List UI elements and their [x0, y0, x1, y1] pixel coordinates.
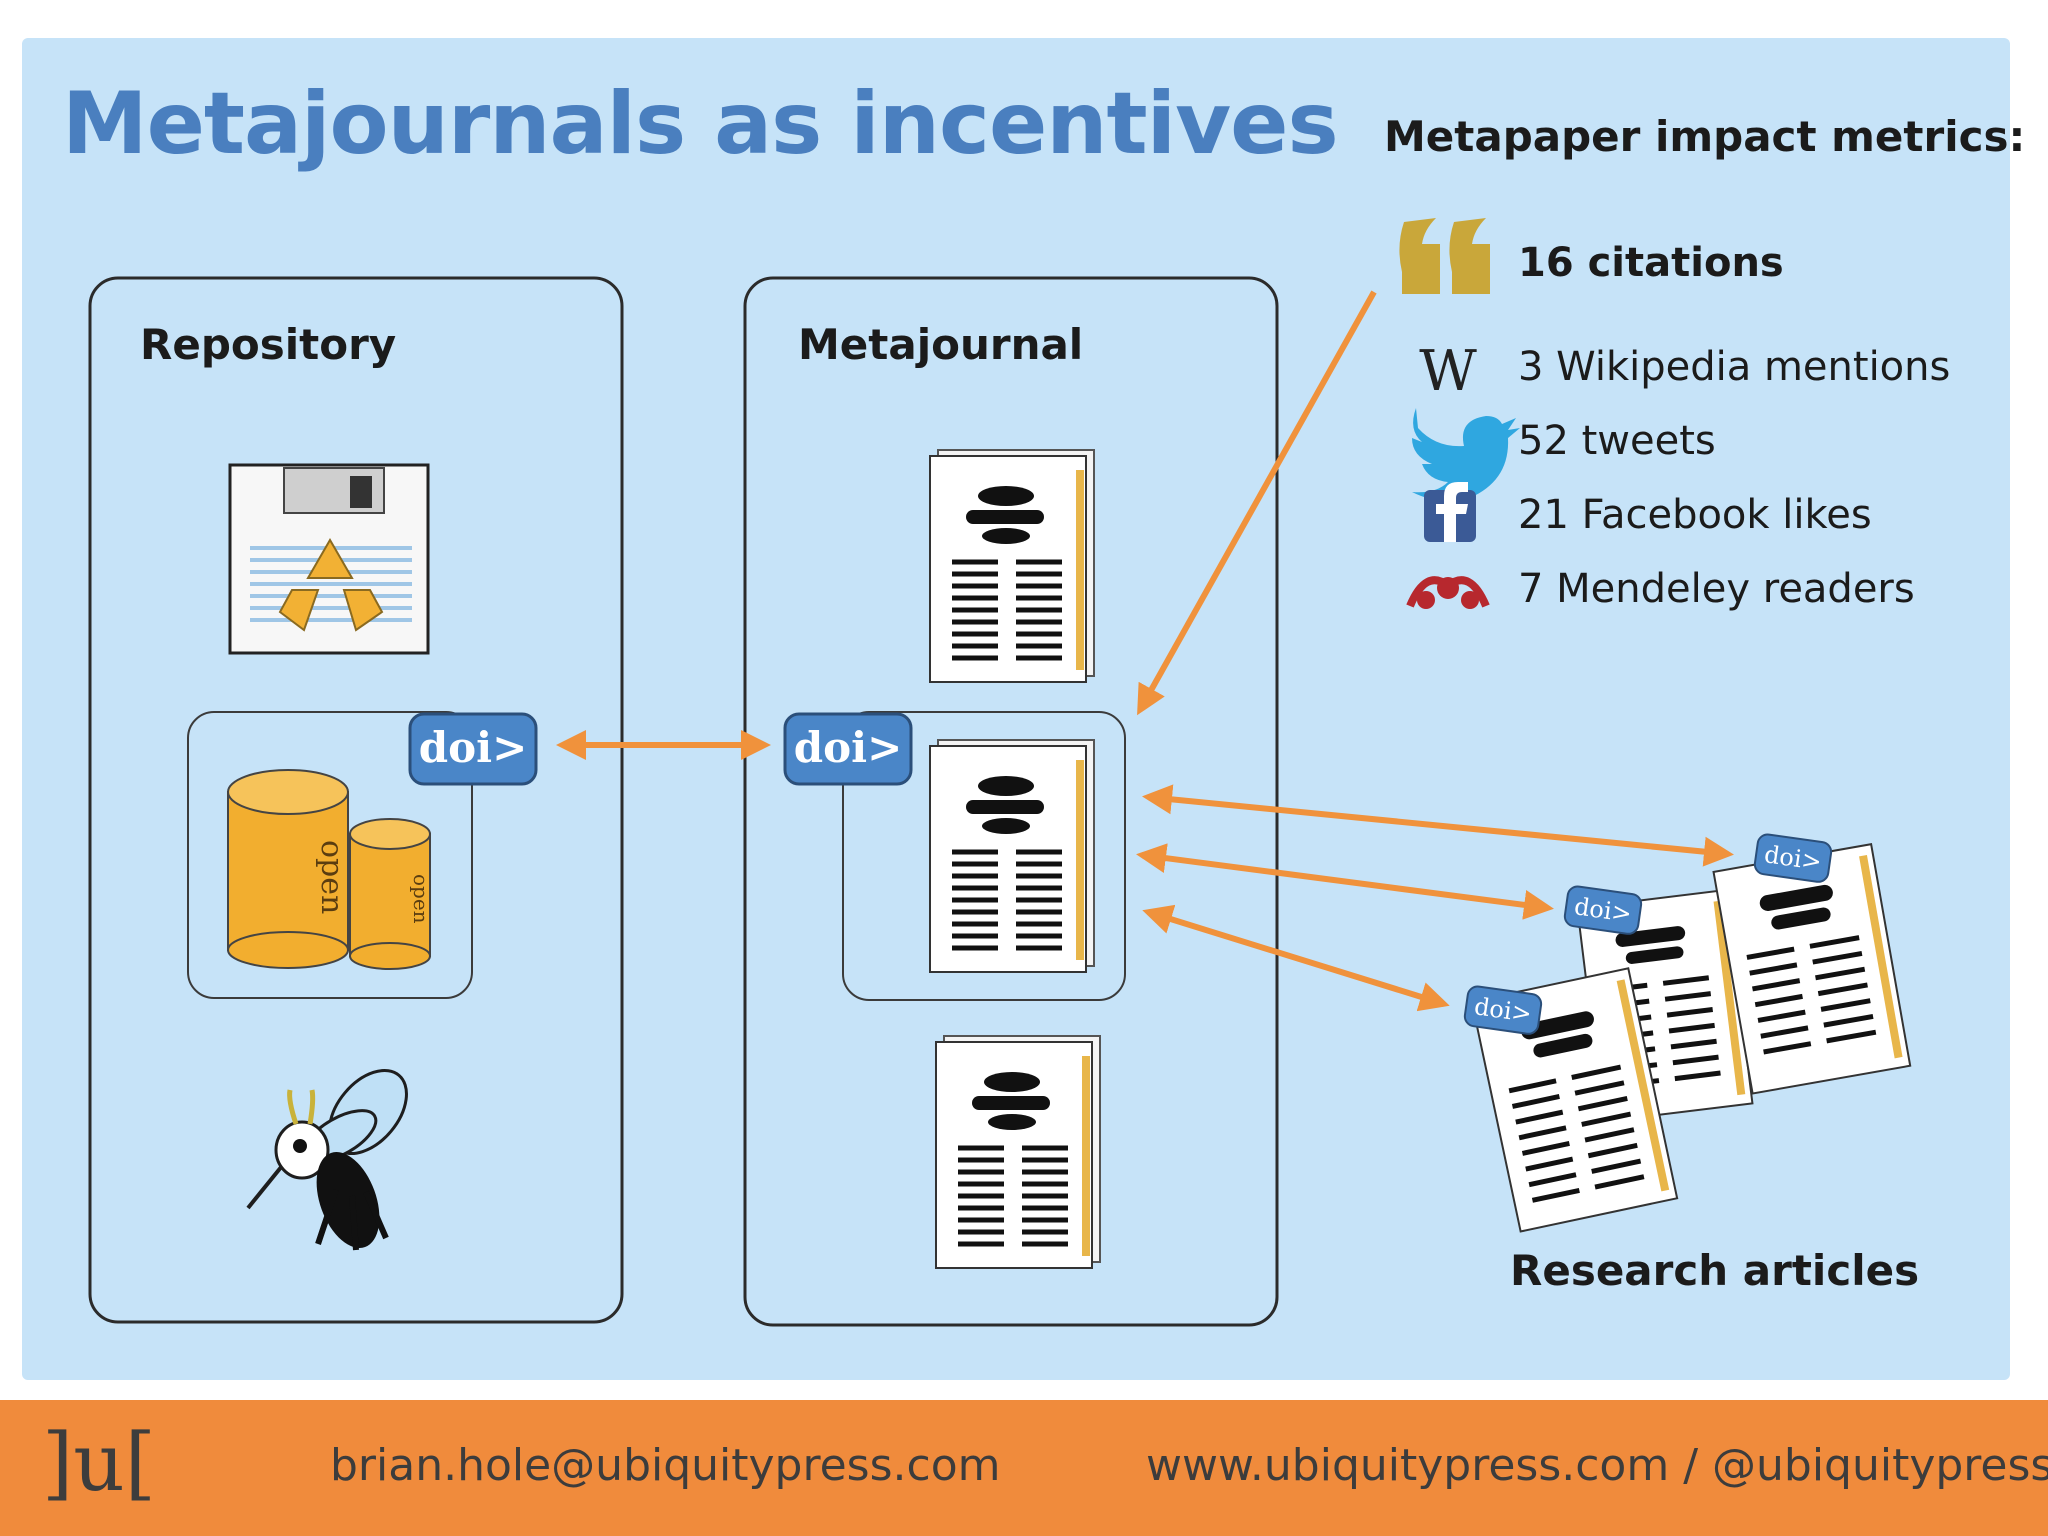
twitter-icon: [1412, 408, 1520, 502]
mosquito-icon: [246, 1068, 408, 1251]
metapaper-document-icon[interactable]: [930, 740, 1094, 972]
article-link-arrow: [1136, 843, 1554, 920]
doi-badge-article-2[interactable]: doi>: [1563, 885, 1643, 935]
doi-badge-article-3[interactable]: doi>: [1463, 985, 1543, 1035]
metapaper-document-icon[interactable]: [929, 449, 1095, 683]
facebook-icon: [1424, 482, 1476, 542]
doi-badge-repository[interactable]: doi>: [408, 712, 538, 786]
metrics-heading: Metapaper impact metrics:: [1384, 112, 2026, 161]
quote-icon: [1399, 218, 1490, 294]
data-group-box: [187, 711, 473, 999]
metric-tweets: 52 tweets: [1518, 418, 1716, 464]
footer-website[interactable]: www.ubiquitypress.com / @ubiquitypress: [1146, 1440, 2048, 1491]
wikipedia-icon: W: [1419, 339, 1477, 404]
recycle-icon: [278, 538, 384, 632]
metric-mendeley: 7 Mendeley readers: [1518, 566, 1915, 612]
research-articles-label: Research articles: [1510, 1246, 1920, 1295]
mendeley-icon: [1406, 576, 1490, 609]
open-label-small: open: [409, 874, 433, 924]
open-label-large: open: [314, 840, 349, 914]
metapaper-group-box: [842, 711, 1126, 1001]
doi-badge-metajournal[interactable]: doi>: [783, 712, 913, 786]
metric-citations: 16 citations: [1518, 240, 1784, 286]
ubiquity-press-logo: ]u[: [42, 1416, 156, 1509]
repository-label: Repository: [140, 320, 397, 369]
slide-title: Metajournals as incentives: [62, 74, 1339, 174]
doi-badge-article-1[interactable]: doi>: [1753, 833, 1833, 883]
footer-email[interactable]: brian.hole@ubiquitypress.com: [330, 1440, 1001, 1491]
metric-facebook: 21 Facebook likes: [1518, 492, 1872, 538]
svg-text:doi>: doi>: [794, 723, 903, 772]
metajournal-label: Metajournal: [798, 320, 1084, 369]
article-link-arrow: [1142, 784, 1734, 867]
floppy-disk-icon: [228, 463, 430, 655]
metric-wikipedia: 3 Wikipedia mentions: [1518, 344, 1951, 390]
article-link-arrow: [1142, 904, 1450, 1012]
citation-arrow: [1137, 290, 1377, 716]
metapaper-document-icon[interactable]: [936, 1036, 1100, 1268]
footer-bar: [0, 1400, 2048, 1536]
repository-box: [88, 276, 624, 1324]
open-data-cylinders-icon: [227, 769, 431, 970]
svg-text:doi>: doi>: [419, 723, 528, 772]
